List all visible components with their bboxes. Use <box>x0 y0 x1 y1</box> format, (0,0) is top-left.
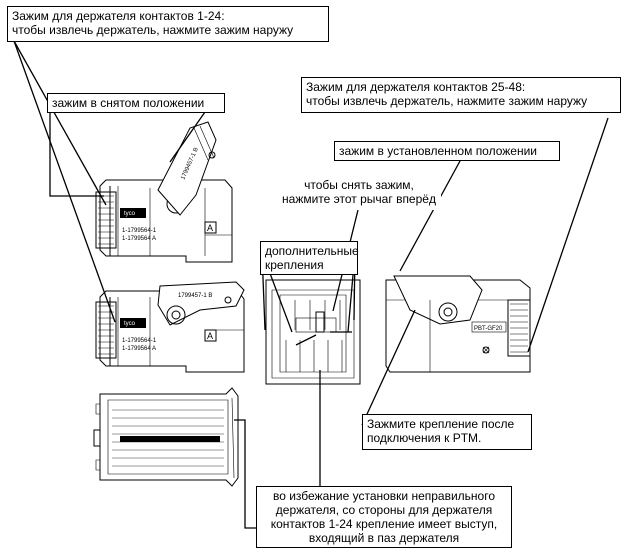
top-letter-a: A <box>207 223 213 233</box>
callout-wrong-install: во избежание установки неправильного дер… <box>256 486 512 548</box>
callout-wrong-install-line4: входящий в паз держателя <box>308 531 460 545</box>
callout-clip-25-48-line1: Зажим для держателя контактов 25-48: <box>306 80 526 94</box>
mid-part-number-1: 1-1799564-1 <box>122 338 157 344</box>
mid-clip-label: 1799457-1 B <box>178 293 212 299</box>
connector-center-front-view <box>265 279 361 385</box>
callout-clip-installed-line1: зажим в установленном положении <box>339 144 538 158</box>
callout-clip-25-48-line2: чтобы извлечь держатель, нажмите зажим н… <box>306 94 588 108</box>
callout-clip-removed-line1: зажим в снятом положении <box>52 96 205 110</box>
callout-clip-installed: зажим в установленном положении <box>334 141 560 161</box>
callout-squeeze-mount-line2: подключения к PTM. <box>367 431 482 445</box>
callout-extra-mounts-line1: дополнительные <box>265 244 359 258</box>
mid-tyco-logo: tyco <box>124 321 136 327</box>
callout-remove-clip-line2: нажмите этот рычаг вперёд <box>282 192 436 206</box>
connector-bottom-top-view <box>93 387 239 487</box>
top-tyco-logo: tyco <box>124 211 136 217</box>
mid-letter-a: A <box>207 331 213 341</box>
callout-remove-clip-line1: чтобы снять зажим, <box>304 178 414 192</box>
connector-top-clip-removed: tyco 1-1799564-1 1-1799564 A A 1799457-1… <box>95 121 233 263</box>
callout-clip-25-48: Зажим для держателя контактов 25-48: что… <box>301 77 621 113</box>
callout-wrong-install-line3: контактов 1-24 крепление имеет выступ, <box>270 517 498 531</box>
right-material-label: PBT-GF20 <box>474 326 503 332</box>
top-part-number-2: 1-1799564 A <box>122 236 156 242</box>
callout-clip-1-24-line1: Зажим для держателя контактов 1-24: <box>12 9 225 23</box>
mid-part-number-2: 1-1799564 A <box>122 346 156 352</box>
callout-extra-mounts: дополнительные крепления <box>260 241 359 275</box>
callout-wrong-install-line1: во избежание установки неправильного <box>272 489 496 503</box>
callout-clip-removed: зажим в снятом положении <box>47 93 225 113</box>
callout-squeeze-mount-line1: Зажмите крепление после <box>367 417 515 431</box>
callout-clip-1-24: Зажим для держателя контактов 1-24: чтоб… <box>7 6 329 42</box>
connector-middle-clip-installed: tyco 1-1799564-1 1-1799564 A A 1799457-1… <box>95 281 245 373</box>
leader-lines <box>13 40 609 529</box>
top-part-number-1: 1-1799564-1 <box>122 228 157 234</box>
callout-extra-mounts-line2: крепления <box>265 258 324 272</box>
callout-squeeze-mount: Зажмите крепление после подключения к PT… <box>362 414 532 450</box>
connector-right-side-view: PBT-GF20 <box>385 275 531 373</box>
callout-wrong-install-line2: держателя, со стороны для держателя <box>275 503 493 517</box>
callout-clip-1-24-line2: чтобы извлечь держатель, нажмите зажим н… <box>12 23 294 37</box>
callout-remove-clip: чтобы снять зажим, нажмите этот рычаг вп… <box>277 176 441 210</box>
